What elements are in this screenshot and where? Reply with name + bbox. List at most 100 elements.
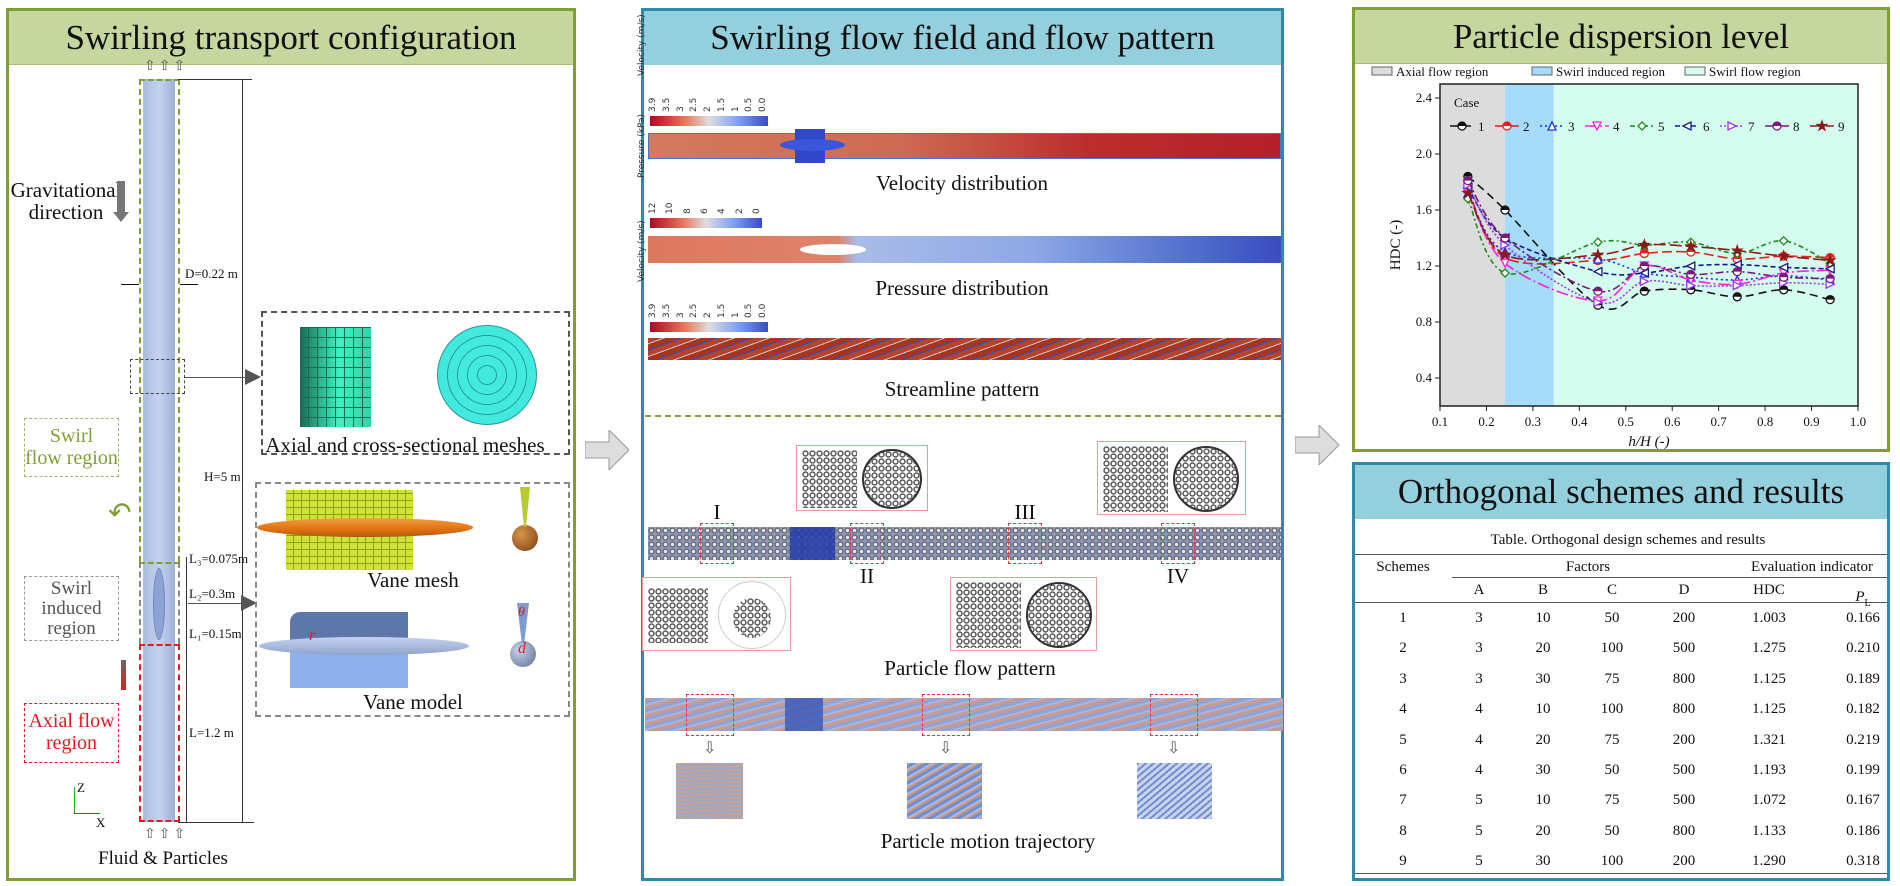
section-inset-4 [1097, 441, 1246, 515]
table-cell: 1.072 [1752, 792, 1786, 809]
data-point-case-8-fill [1593, 287, 1602, 292]
x-axis-label: X [96, 815, 106, 830]
table-cell: 200 [1672, 853, 1696, 870]
z-axis-label: Z [77, 780, 85, 795]
table-cell: 5 [1475, 792, 1483, 809]
mesh-pointer-arrow-icon [245, 369, 261, 385]
region-legend-label: Swirl flow region [1709, 64, 1801, 79]
table-cell: 5 [1399, 731, 1407, 748]
table-cell: 1.125 [1752, 670, 1786, 687]
series-line-case-5 [1467, 198, 1831, 275]
flow-direction-arrow-icon [121, 660, 126, 690]
data-point-case-6 [1685, 260, 1696, 272]
data-point-case-6 [1731, 259, 1742, 270]
data-point-case-5 [1592, 237, 1603, 248]
colorbar-tick: 3.9 [648, 97, 658, 112]
swirl-induced-outline [139, 562, 180, 644]
section-label-2: II [860, 564, 874, 588]
pressure-vane [800, 244, 866, 255]
mesh-zoom-box [130, 359, 185, 394]
y-tick-label: 0.8 [1416, 314, 1432, 329]
region-legend-swatch [1371, 66, 1393, 76]
legend-marker-case-6 [1681, 120, 1692, 132]
y-tick-label: 1.6 [1416, 202, 1433, 217]
x-tick-label: 1.0 [1850, 414, 1866, 429]
data-point-case-6 [1638, 267, 1650, 279]
trajectory-box-1 [686, 694, 734, 736]
table-cell: 7 [1399, 792, 1407, 809]
colorbar-tick: 2.5 [689, 97, 700, 112]
data-point-case-9 [1461, 186, 1475, 199]
swirl-induced-label-3: region [47, 618, 96, 639]
table-cell: 4 [1399, 701, 1407, 718]
axial-flow-label-1: Axial flow [28, 710, 115, 732]
section-box-2 [850, 523, 884, 564]
table-cell: 3 [1399, 670, 1407, 687]
data-point-case-8-fill [1779, 273, 1788, 278]
table-cell: 200 [1672, 731, 1696, 748]
region-band [1440, 84, 1506, 406]
swirl-vane-in-pipe [153, 568, 165, 640]
colorbar-tick: 2 [703, 312, 713, 318]
table-cell: 0.219 [1846, 731, 1880, 748]
colorbar-tick: 3 [675, 312, 686, 318]
header-bottom-rule [1355, 602, 1887, 603]
data-point-case-7 [1500, 239, 1511, 251]
table-cell: 0.186 [1846, 822, 1880, 839]
l2-label: L₂=0.3m [189, 586, 236, 601]
trajectory-caption: Particle motion trajectory [880, 829, 1096, 853]
data-point-case-9 [1637, 238, 1651, 251]
section-divider [645, 415, 1281, 417]
table-cell: 50 [1604, 762, 1620, 778]
data-point-case-4 [1499, 258, 1511, 269]
swirl-induced-label-2: induced [41, 598, 102, 619]
region-legend-label: Swirl induced region [1556, 64, 1666, 79]
symbol-theta: θ [518, 605, 525, 620]
data-point-case-6 [1778, 262, 1789, 273]
region-legend-swatch [1531, 66, 1553, 76]
l-label: L=1.2 m [189, 725, 234, 740]
data-point-case-7 [1732, 280, 1743, 291]
config-title: Swirling transport configuration [9, 11, 573, 65]
panel-arrow-icon-2 [1295, 425, 1339, 465]
header-schemes: Schemes [1376, 559, 1430, 575]
table-cell: 4 [1475, 762, 1483, 778]
data-point-case-5 [1778, 235, 1789, 246]
table-cell: 4 [1475, 701, 1483, 718]
legend-marker-case-2-fill [1503, 122, 1511, 126]
section-inset-1 [642, 577, 791, 651]
orthogonal-panel: Orthogonal schemes and results [1352, 462, 1890, 881]
gravity-arrow-head-icon [113, 212, 129, 222]
series-line-case-7 [1467, 184, 1831, 305]
table-cell: 1.193 [1752, 762, 1786, 778]
vane-model-caption: Vane model [363, 690, 463, 714]
trajectory-pipe [645, 698, 1283, 731]
table-cell: 0.166 [1846, 610, 1880, 626]
table-cell: 30 [1535, 670, 1551, 687]
colorbar-tick: 1 [730, 312, 741, 318]
data-point-case-1-fill [1733, 292, 1742, 297]
region-legend-label: Axial flow region [1396, 64, 1489, 79]
table-top-rule [1355, 554, 1887, 555]
section-box-4 [1161, 523, 1195, 564]
section-label-3: III [1014, 500, 1036, 524]
x-tick-label: 0.2 [1478, 414, 1494, 429]
plot-frame [1439, 83, 1859, 407]
series-line-case-8 [1467, 180, 1831, 293]
colorbar-tick: 1 [730, 106, 741, 112]
l3-label: L₃=0.075m [189, 551, 249, 566]
table-cell: 3 [1475, 640, 1483, 657]
table-cell: 1.321 [1752, 731, 1786, 748]
colorbar-tick: 8 [682, 208, 693, 214]
table-cell: 500 [1672, 762, 1696, 778]
vane-model-propeller [510, 641, 536, 667]
legend-marker-case-1-fill [1458, 122, 1466, 126]
legend-label-case-3: 3 [1568, 119, 1575, 134]
axial-flow-label-2: region [45, 732, 98, 754]
meshes-caption: Axial and cross-sectional meshes [265, 433, 545, 457]
section-inset-2 [796, 445, 928, 511]
table-cell: 100 [1600, 701, 1624, 718]
table-cell: 10 [1535, 701, 1551, 718]
data-point-case-9 [1777, 249, 1791, 262]
velocity-caption: Velocity distribution [875, 171, 1049, 195]
